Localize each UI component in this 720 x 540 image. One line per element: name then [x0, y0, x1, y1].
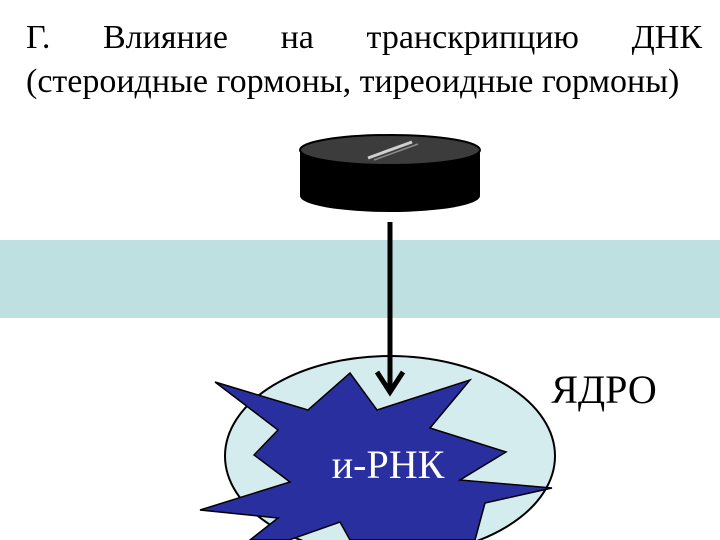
nucleus-label: ЯДРО — [551, 367, 657, 412]
cell-membrane-band — [0, 240, 720, 318]
receptor-disc-side — [300, 150, 480, 212]
mrna-label: и-РНК — [332, 442, 445, 487]
hormone-receptor-disc — [299, 134, 481, 212]
receptor-disc-notch — [367, 140, 413, 160]
slide-heading: Г. Влияние на транскрипцию ДНК (стероидн… — [26, 19, 702, 100]
mrna-starburst — [199, 371, 553, 540]
signal-arrow — [374, 222, 406, 397]
